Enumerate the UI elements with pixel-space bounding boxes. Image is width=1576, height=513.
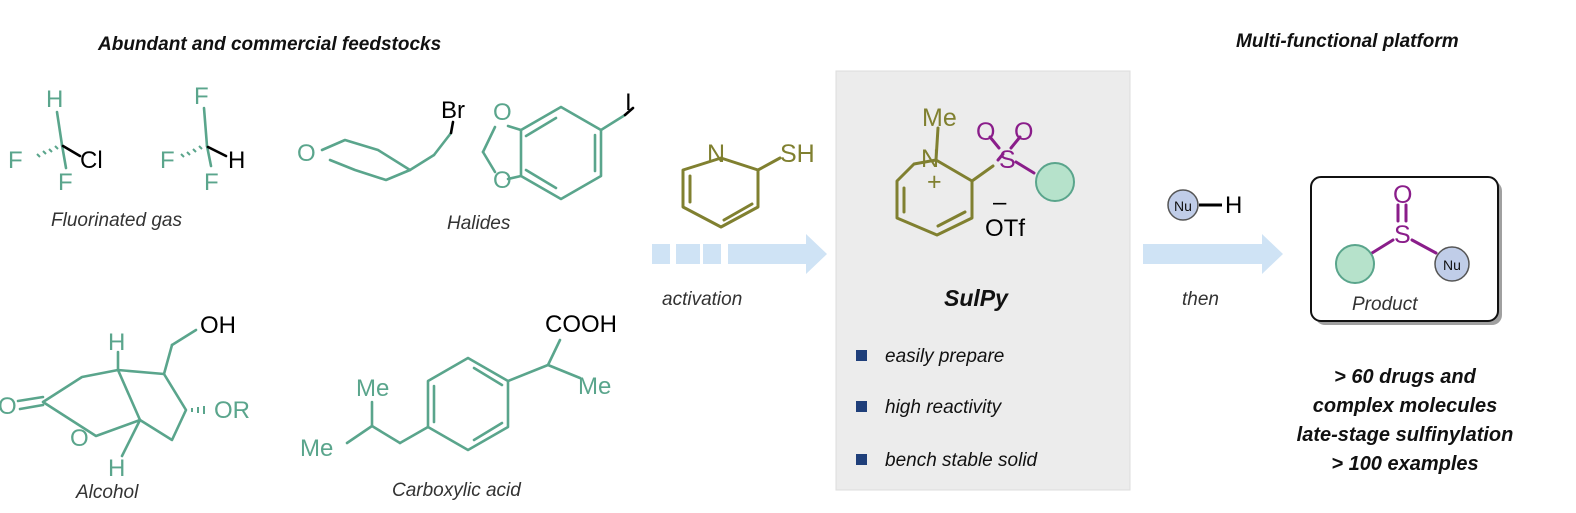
carboxylic-acid-caption: Carboxylic acid [392,480,522,501]
bullet-easily-prepare: easily prepare [885,346,1004,367]
svg-text:F: F [58,169,73,196]
svg-text:OTf: OTf [985,215,1025,242]
svg-text:O: O [493,99,512,126]
svg-text:O: O [976,118,995,146]
svg-text:Me: Me [578,373,611,400]
sulpy-name: SulPy [944,285,1009,311]
svg-text:F: F [194,83,209,110]
sulpy-panel [835,70,1131,491]
svg-text:H: H [46,86,63,113]
svg-text:Me: Me [922,104,957,132]
bullet-marker [856,350,867,361]
svg-text:+: + [927,168,942,196]
svg-text:S: S [1394,221,1411,249]
activation-label: activation [662,289,742,310]
svg-text:OH: OH [200,312,236,339]
sulpy-reagent-molecule: Me N + S O O – OTf [895,104,1075,242]
svg-text:F: F [8,147,23,174]
svg-text:F: F [204,169,219,196]
svg-text:O: O [0,393,17,420]
svg-text:I: I [625,89,632,116]
feedstocks-heading: Abundant and commercial feedstocks [97,34,441,55]
platform-heading: Multi-functional platform [1236,31,1459,52]
product-box [1310,176,1499,322]
product-label: Product [1352,294,1418,315]
nucleophile-reagent: Nu H [1167,189,1242,221]
svg-text:F: F [160,147,175,174]
svg-text:Me: Me [356,375,389,402]
then-label: then [1182,289,1219,310]
activation-arrow [652,234,827,274]
then-arrow [1143,234,1283,274]
svg-text:O: O [297,140,316,167]
svg-text:O: O [1014,118,1033,146]
svg-text:S: S [999,146,1016,174]
svg-text:N: N [921,145,939,173]
svg-text:OR: OR [214,397,250,424]
chf3-molecule: F F F H [160,83,245,196]
svg-text:–: – [993,189,1007,216]
svg-text:COOH: COOH [545,311,617,338]
svg-text:O: O [1393,181,1412,209]
bullet-marker [856,401,867,412]
svg-text:H: H [228,147,245,174]
svg-text:O: O [493,167,512,194]
halides-caption: Halides [447,213,511,234]
svg-text:Br: Br [441,97,465,124]
bullet-bench-stable: bench stable solid [885,450,1039,471]
alcohol-caption: Alcohol [75,482,139,503]
svg-text:Me: Me [300,435,333,462]
svg-text:Cl: Cl [80,147,103,174]
sulpy-bullet-list: easily prepare high reactivity bench sta… [856,346,1039,471]
svg-text:O: O [70,425,89,452]
svg-text:Nu: Nu [1174,198,1192,214]
fluorinated-gas-caption: Fluorinated gas [51,210,182,231]
stat-examples: > 100 examples [1331,453,1478,475]
iodo-benzodioxole-molecule: O O I [481,89,635,201]
sulfoxide-product-molecule: Nu O S [1335,181,1470,284]
mercaptopyridine-molecule: N SH [681,140,815,229]
bullet-marker [856,454,867,465]
stat-complex-molecules: complex molecules [1313,395,1498,417]
svg-text:SH: SH [780,140,815,168]
svg-text:H: H [108,455,125,482]
ibuprofen-molecule: COOH Me Me Me [300,311,617,462]
svg-text:N: N [707,140,725,168]
bullet-high-reactivity: high reactivity [885,397,1003,418]
bromomethyl-oxane-molecule: O Br [297,97,465,182]
svg-text:Nu: Nu [1443,257,1461,273]
svg-text:H: H [1225,192,1242,219]
chf2cl-molecule: H F F Cl [8,86,103,196]
stat-drugs: > 60 drugs and [1334,366,1476,388]
corey-lactone-molecule: H H OH OR O O [0,312,250,482]
svg-text:H: H [108,329,125,356]
stat-late-stage: late-stage sulfinylation [1297,424,1514,446]
